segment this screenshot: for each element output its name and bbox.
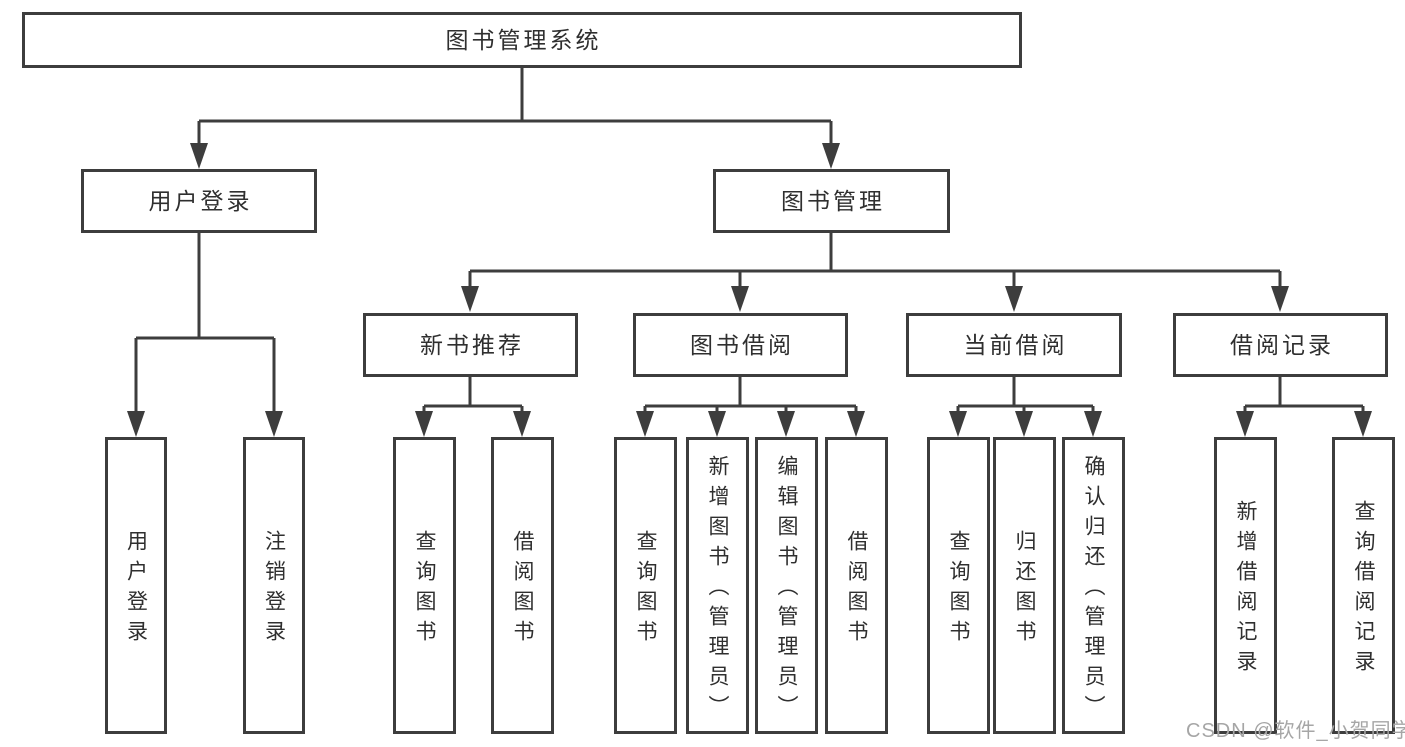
- connector-current-borrowing: [956, 377, 1095, 413]
- leaf-borrow-books-borrowing: 借阅图书: [825, 437, 888, 734]
- arrow-leaf-nb-borrow: [513, 411, 531, 437]
- arrow-leaf-cb-query: [949, 411, 967, 437]
- leaf-query-borrow-record: 查询借阅记录: [1332, 437, 1395, 734]
- leaf-logout-login: 注销登录: [243, 437, 305, 734]
- connector-root: [197, 68, 833, 145]
- arrow-leaf-bb-query: [636, 411, 654, 437]
- arrow-leaf-bb-add: [708, 411, 726, 437]
- leaf-edit-books-admin: 编辑图书（管理员）: [755, 437, 818, 734]
- arrow-leaf-br-query: [1354, 411, 1372, 437]
- arrow-book-management: [822, 143, 840, 169]
- arrow-leaf-cb-return: [1015, 411, 1033, 437]
- node-book-management: 图书管理: [713, 169, 950, 233]
- node-borrowing-records: 借阅记录: [1173, 313, 1388, 377]
- arrow-leaf-bb-edit: [777, 411, 795, 437]
- arrow-leaf-br-add: [1236, 411, 1254, 437]
- leaf-add-borrow-record: 新增借阅记录: [1214, 437, 1277, 734]
- leaf-user-login: 用户登录: [105, 437, 167, 734]
- node-book-borrowing: 图书借阅: [633, 313, 848, 377]
- leaf-query-books-recommend: 查询图书: [393, 437, 456, 734]
- arrow-book-borrowing: [731, 286, 749, 312]
- leaf-add-books-admin: 新增图书（管理员）: [686, 437, 749, 734]
- arrow-leaf-nb-query: [415, 411, 433, 437]
- leaf-return-books: 归还图书: [993, 437, 1056, 734]
- connector-new-book-recommendation: [422, 377, 524, 413]
- arrow-leaf-cb-confirm: [1084, 411, 1102, 437]
- arrow-new-book-recommendation: [461, 286, 479, 312]
- connector-book-management: [468, 233, 1282, 288]
- csdn-watermark: CSDN @软件_小贺同学: [1186, 720, 1405, 742]
- node-user-login: 用户登录: [81, 169, 317, 233]
- connector-user-login: [134, 233, 276, 413]
- leaf-query-books-borrowing: 查询图书: [614, 437, 677, 734]
- arrow-leaf-logout: [265, 411, 283, 437]
- arrow-borrowing-records: [1271, 286, 1289, 312]
- arrow-leaf-bb-borrow: [847, 411, 865, 437]
- arrow-user-login: [190, 143, 208, 169]
- node-new-book-recommendation: 新书推荐: [363, 313, 578, 377]
- node-library-management-system: 图书管理系统: [22, 12, 1022, 68]
- leaf-query-books-current: 查询图书: [927, 437, 990, 734]
- arrow-leaf-user-login: [127, 411, 145, 437]
- arrow-current-borrowing: [1005, 286, 1023, 312]
- connector-borrowing-records: [1243, 377, 1365, 413]
- leaf-borrow-books-recommend: 借阅图书: [491, 437, 554, 734]
- node-current-borrowing: 当前借阅: [906, 313, 1122, 377]
- connector-book-borrowing: [643, 377, 858, 413]
- leaf-confirm-return-admin: 确认归还（管理员）: [1062, 437, 1125, 734]
